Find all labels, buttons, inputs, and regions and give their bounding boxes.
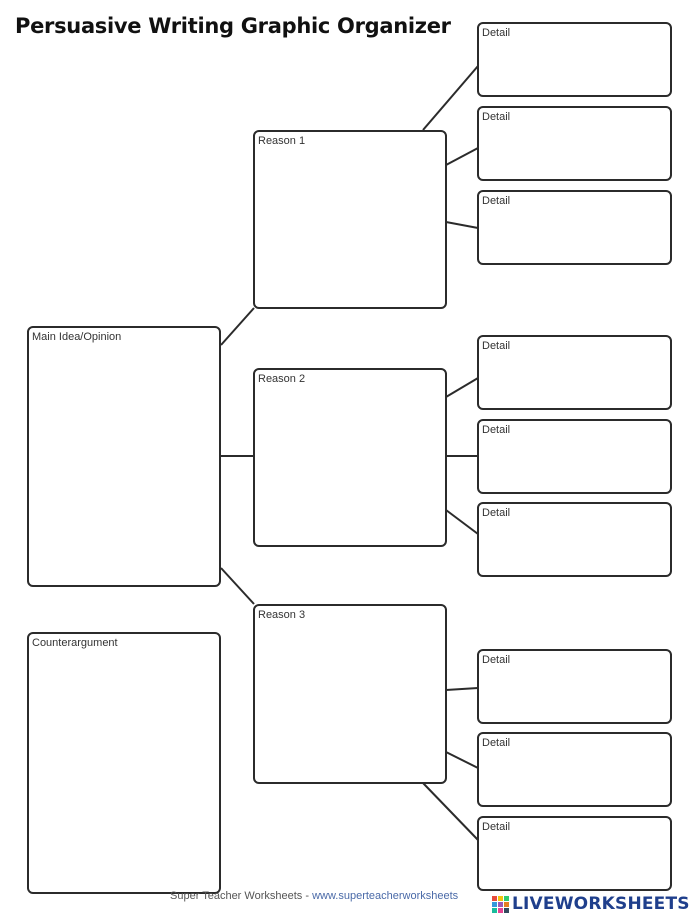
detail-box[interactable]: Detail xyxy=(477,816,672,891)
detail-label: Detail xyxy=(482,507,511,519)
footer-credit: Super Teacher Worksheets - www.superteac… xyxy=(170,890,458,902)
reason-2-box[interactable]: Reason 2 xyxy=(253,368,447,547)
detail-label: Detail xyxy=(482,654,511,666)
detail-box[interactable]: Detail xyxy=(477,649,672,724)
reason-1-box[interactable]: Reason 1 xyxy=(253,130,447,309)
counterargument-label: Counterargument xyxy=(32,637,118,649)
liveworksheets-brand[interactable]: LIVEWORKSHEETS xyxy=(490,892,692,916)
detail-label: Detail xyxy=(482,821,511,833)
detail-box[interactable]: Detail xyxy=(477,502,672,577)
reason-3-label: Reason 3 xyxy=(258,609,306,621)
detail-label: Detail xyxy=(482,424,511,436)
logo-square xyxy=(504,907,509,913)
main-idea-box[interactable]: Main Idea/Opinion xyxy=(27,326,221,587)
logo-square xyxy=(498,901,503,907)
reason-1-label: Reason 1 xyxy=(258,135,306,147)
brand-name: LIVEWORKSHEETS xyxy=(512,894,690,914)
detail-box[interactable]: Detail xyxy=(477,190,672,265)
logo-square xyxy=(492,907,497,913)
footer-url-link[interactable]: www.superteacherworksheets xyxy=(312,890,459,902)
logo-square xyxy=(492,895,497,901)
detail-box[interactable]: Detail xyxy=(477,22,672,97)
detail-label: Detail xyxy=(482,27,511,39)
detail-label: Detail xyxy=(482,737,511,749)
logo-square xyxy=(504,895,509,901)
page-title: Persuasive Writing Graphic Organizer xyxy=(15,14,451,38)
logo-square xyxy=(504,901,509,907)
logo-square xyxy=(498,907,503,913)
footer-credit-text: Super Teacher Worksheets - xyxy=(170,890,313,902)
detail-box[interactable]: Detail xyxy=(477,335,672,410)
logo-square xyxy=(492,901,497,907)
detail-label: Detail xyxy=(482,195,511,207)
counterargument-box[interactable]: Counterargument xyxy=(27,632,221,894)
detail-box[interactable]: Detail xyxy=(477,419,672,494)
detail-label: Detail xyxy=(482,340,511,352)
reason-3-box[interactable]: Reason 3 xyxy=(253,604,447,784)
liveworksheets-logo-icon xyxy=(492,895,509,913)
reason-2-label: Reason 2 xyxy=(258,373,306,385)
logo-square xyxy=(498,895,503,901)
detail-box[interactable]: Detail xyxy=(477,732,672,807)
detail-label: Detail xyxy=(482,111,511,123)
main-idea-label: Main Idea/Opinion xyxy=(32,331,122,343)
detail-box[interactable]: Detail xyxy=(477,106,672,181)
